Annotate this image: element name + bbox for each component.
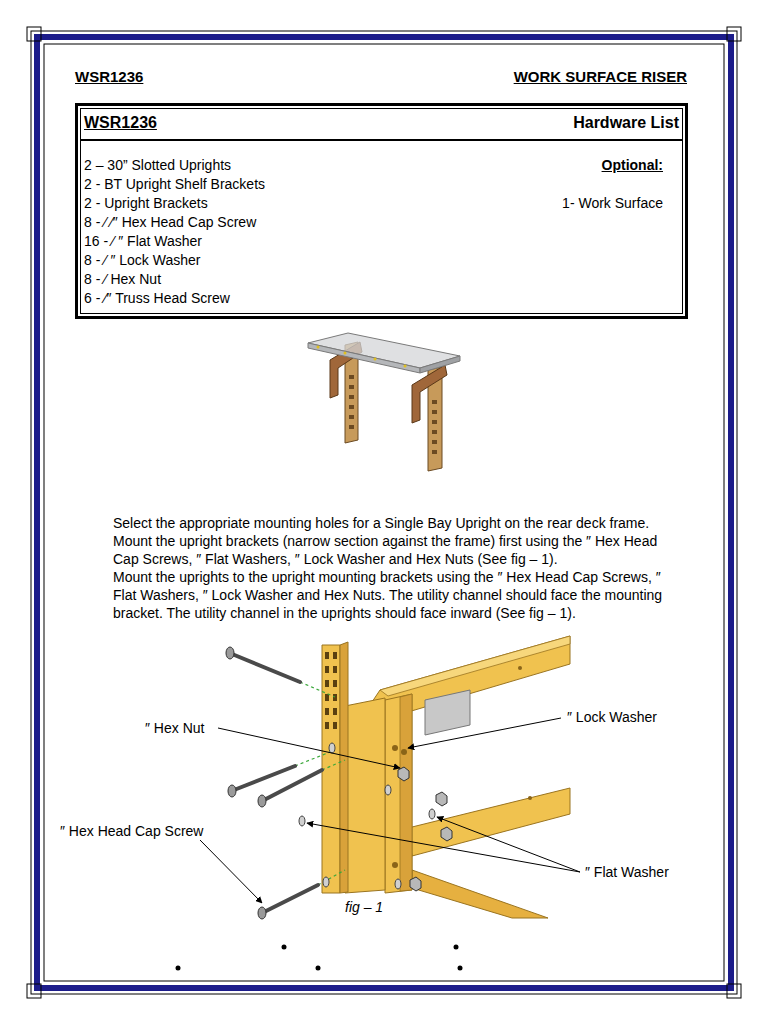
- bullet-dots: [176, 945, 463, 971]
- box-heading: WSR1236: [84, 114, 157, 132]
- shelf-illustration: [308, 333, 460, 471]
- hardware-item: 16 - ⁄ ″ Flat Washer: [84, 232, 202, 250]
- hardware-list-box: WSR1236 Hardware List 2 – 30” Slotted Upri…: [75, 103, 688, 319]
- leader-lines: [200, 718, 580, 903]
- hardware-item: 2 - BT Upright Shelf Brackets: [84, 175, 265, 193]
- optional-item: 1- Work Surface: [562, 194, 663, 212]
- model-number: WSR1236: [75, 68, 143, 86]
- page-title: WORK SURFACE RISER: [514, 68, 687, 86]
- callout-label: ″ Hex Head Cap Screw: [60, 822, 203, 840]
- page-frame: [27, 27, 741, 998]
- hardware-item: 8 - ⁄ Hex Nut: [84, 270, 161, 288]
- callout-label: ″ Hex Nut: [145, 719, 204, 737]
- box-heading: Hardware List: [573, 114, 679, 132]
- optional-heading: Optional:: [602, 156, 663, 174]
- figure-caption: fig – 1: [345, 898, 383, 916]
- heading-rule: [81, 139, 682, 141]
- callout-label: ″ Lock Washer: [567, 708, 657, 726]
- instruction-text: Select the appropriate mounting holes fo…: [113, 514, 665, 568]
- hardware-item: 6 - ⁄″ Truss Head Screw: [84, 289, 230, 307]
- instruction-text: Mount the uprights to the upright mounti…: [113, 568, 665, 622]
- hardware-item: 2 – 30” Slotted Uprights: [84, 156, 231, 174]
- callout-label: ″ Flat Washer: [585, 863, 669, 881]
- hardware-item: 8 - ⁄ ⁄″ Hex Head Cap Screw: [84, 213, 256, 231]
- hardware-item: 2 - Upright Brackets: [84, 194, 208, 212]
- hardware-item: 8 - ⁄ ″ Lock Washer: [84, 251, 200, 269]
- assembly-illustration: [226, 636, 570, 919]
